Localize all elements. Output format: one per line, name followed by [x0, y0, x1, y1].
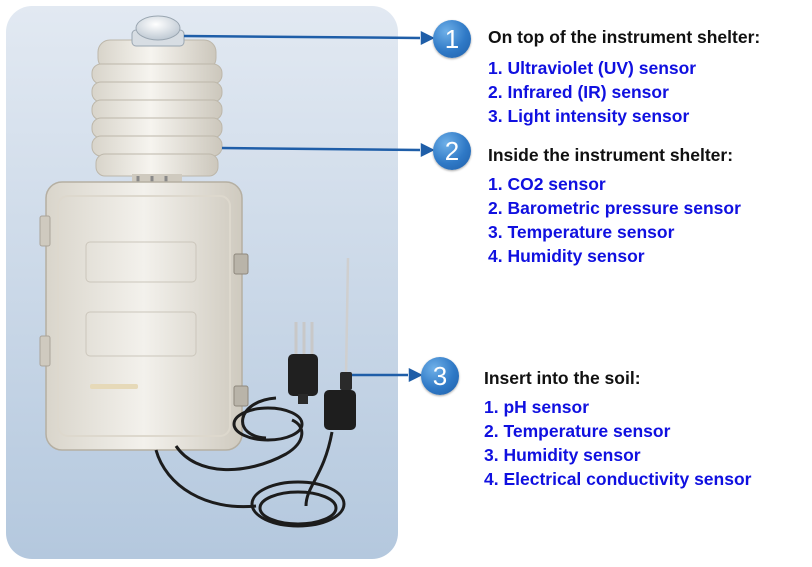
list-item: 2. Temperature sensor: [484, 421, 671, 441]
enclosure-box: [39, 181, 249, 451]
sensor-list: 1. pH sensor 2. Temperature sensor 3. Hu…: [484, 395, 751, 491]
device-photo-panel: [6, 6, 398, 559]
group-top-of-shelter: On top of the instrument shelter: 1. Ult…: [488, 26, 760, 128]
top-sensor-dome: [131, 15, 185, 47]
group-inside-shelter: Inside the instrument shelter: 1. CO2 se…: [488, 144, 741, 268]
list-item: 3. Temperature sensor: [488, 222, 675, 242]
badge-3: 3: [421, 357, 459, 395]
group-title: Insert into the soil:: [484, 368, 641, 388]
sensor-cables: [154, 396, 346, 528]
list-item: 2. Infrared (IR) sensor: [488, 82, 669, 102]
soil-probe-single: [324, 257, 356, 430]
badge-1: 1: [433, 20, 471, 58]
group-title: On top of the instrument shelter:: [488, 27, 761, 47]
radiation-shield: [91, 39, 223, 192]
soil-probe-3pin: [288, 322, 318, 404]
group-soil: Insert into the soil: 1. pH sensor 2. Te…: [484, 367, 751, 491]
list-item: 1. Ultraviolet (UV) sensor: [488, 58, 697, 78]
weather-station-illustration: [6, 6, 398, 559]
list-item: 3. Light intensity sensor: [488, 106, 690, 126]
badge-2: 2: [433, 132, 471, 170]
list-item: 4. Humidity sensor: [488, 246, 645, 266]
list-item: 1. CO2 sensor: [488, 174, 606, 194]
list-item: 3. Humidity sensor: [484, 445, 641, 465]
list-item: 4. Electrical conductivity sensor: [484, 469, 752, 489]
sensor-list: 1. Ultraviolet (UV) sensor 2. Infrared (…: [488, 56, 760, 128]
list-item: 1. pH sensor: [484, 397, 590, 417]
list-item: 2. Barometric pressure sensor: [488, 198, 741, 218]
group-title: Inside the instrument shelter:: [488, 145, 734, 165]
sensor-list: 1. CO2 sensor 2. Barometric pressure sen…: [488, 172, 741, 268]
